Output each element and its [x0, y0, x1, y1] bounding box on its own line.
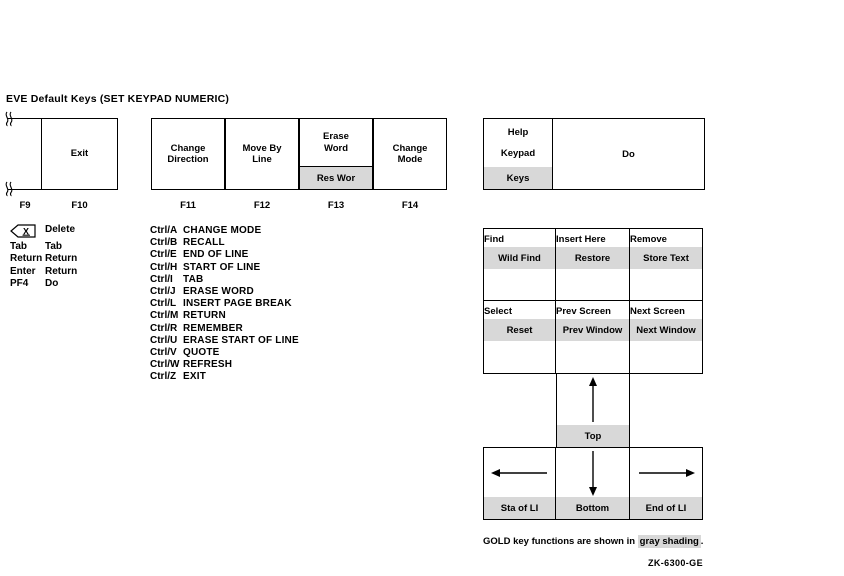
gold-function-bottom: Bottom [556, 497, 629, 519]
gold-function-top: Top [557, 425, 629, 447]
key-f9-partial [5, 111, 42, 197]
ctrl-key: Ctrl/H [150, 261, 178, 273]
gold-function-store-text: Store Text [630, 247, 702, 269]
gold-function-end-of-li: End of LI [630, 497, 702, 519]
gold-function-restore: Restore [556, 247, 629, 269]
ctrl-function: ERASE WORD [183, 286, 254, 298]
keypad-key-up-arrow: Top [556, 374, 630, 447]
gold-shading-note: GOLD key functions are shown in gray sha… [483, 535, 704, 548]
fkey-label-f9: F9 [19, 200, 31, 211]
gold-function-prev-window: Prev Window [556, 319, 629, 341]
ctrl-key: Ctrl/A [150, 225, 178, 236]
ctrl-function: INSERT PAGE BREAK [183, 298, 292, 310]
ctrl-key: Ctrl/Z [150, 371, 177, 383]
keypad-key-down-arrow: Bottom [556, 448, 630, 519]
help-do-block: Help Keypad Keys Do [483, 118, 705, 190]
keypad-label: Keypad [500, 148, 536, 159]
torn-edge-icon [5, 181, 13, 197]
fkey-label-f11: F11 [180, 200, 196, 211]
fkey-label-f12: F12 [253, 200, 271, 211]
ctrl-function: EXIT [183, 371, 207, 383]
key-move-by-line: Move By Line [225, 118, 299, 190]
ctrl-function: QUOTE [183, 347, 220, 359]
up-arrow-icon [589, 376, 597, 422]
help-label: Help [507, 127, 529, 138]
ctrl-key: Ctrl/V [150, 347, 177, 359]
binding-function: Tab [45, 240, 63, 252]
ctrl-key: Ctrl/U [150, 334, 178, 346]
gold-function-res-wor: Res Wor [300, 166, 372, 189]
ctrl-function: REFRESH [183, 359, 233, 371]
fkey-label-f10: F10 [71, 200, 88, 211]
ctrl-function: RETURN [183, 310, 226, 322]
down-arrow-icon [588, 450, 597, 496]
ctrl-key: Ctrl/L [150, 298, 177, 310]
ctrl-key: Ctrl/M [150, 310, 179, 322]
figure-title: EVE Default Keys (SET KEYPAD NUMERIC) [6, 93, 230, 105]
svg-text:X: X [23, 227, 29, 237]
ctrl-function: ERASE START OF LINE [183, 334, 299, 346]
key-label: Move By Line [242, 142, 282, 166]
keypad-key-next-screen: Next Screen Next Window [630, 301, 702, 373]
ctrl-key: Ctrl/J [150, 286, 176, 298]
ctrl-function: END OF LINE [183, 249, 249, 261]
key-erase-word: Erase Word Res Wor [299, 118, 373, 190]
keypad-key-select: Select Reset [484, 301, 556, 373]
binding-function: Return [45, 265, 78, 277]
key-change-direction: Change Direction [151, 118, 225, 190]
keypad-key-prev-screen: Prev Screen Prev Window [556, 301, 630, 373]
gold-function-keys: Keys [484, 167, 552, 189]
binding-key: PF4 [10, 278, 29, 289]
key-label: Change Mode [392, 142, 428, 166]
ctrl-function: RECALL [183, 237, 225, 249]
keypad-grid: Find Wild Find Insert Here Restore Remov… [483, 228, 703, 374]
ctrl-bindings-list: Ctrl/A CHANGE MODE Ctrl/B RECALL Ctrl/E END… [150, 225, 299, 384]
key-label: Change Direction [167, 142, 209, 166]
key-bindings-list: X Delete Tab Tab Return Return Enter Ret… [10, 224, 77, 291]
gold-function-reset: Reset [484, 319, 555, 341]
ctrl-key: Ctrl/W [150, 359, 180, 371]
delete-key-icon: X [10, 224, 36, 238]
ctrl-function: CHANGE MODE [183, 225, 262, 236]
key-label: Erase Word [323, 131, 349, 154]
keypad-key-remove: Remove Store Text [630, 229, 702, 301]
keypad-key-left-arrow: Sta of LI [484, 448, 556, 519]
ctrl-key: Ctrl/I [150, 273, 173, 285]
binding-function: Return [45, 253, 78, 264]
binding-function: Do [45, 278, 59, 289]
keypad-key-right-arrow: End of LI [630, 448, 702, 519]
ctrl-function: START OF LINE [183, 261, 261, 273]
note-suffix: . [700, 536, 704, 547]
binding-key: X [10, 224, 45, 241]
ctrl-function: REMEMBER [183, 322, 243, 334]
binding-key: Tab [10, 240, 28, 252]
keypad-arrow-row: Sta of LI Bottom End of LI [483, 447, 703, 520]
figure-code: ZK-6300-GE [647, 558, 703, 568]
right-arrow-icon [639, 468, 695, 477]
gold-function-sta-of-li: Sta of LI [484, 497, 555, 519]
ctrl-key: Ctrl/R [150, 322, 178, 334]
keypad-key-find: Find Wild Find [484, 229, 556, 301]
fkey-label-f13: F13 [327, 200, 345, 211]
key-do: Do [622, 148, 635, 160]
fkey-label-f14: F14 [401, 200, 419, 211]
left-arrow-icon [490, 468, 547, 477]
key-help: Help Keypad Keys [484, 119, 553, 189]
note-prefix: GOLD key functions are shown in [483, 536, 638, 547]
ctrl-key: Ctrl/B [150, 237, 178, 249]
note-highlight: gray shading [637, 535, 701, 548]
binding-key: Return [10, 253, 43, 264]
torn-edge-icon [5, 111, 13, 127]
binding-key: Enter [10, 265, 36, 277]
gold-function-wild-find: Wild Find [484, 247, 555, 269]
keypad-key-insert-here: Insert Here Restore [556, 229, 630, 301]
ctrl-key: Ctrl/E [150, 249, 177, 261]
binding-function: Delete [45, 224, 76, 235]
key-exit: Exit [41, 118, 118, 190]
key-change-mode: Change Mode [373, 118, 447, 190]
ctrl-function: TAB [183, 273, 204, 285]
key-label: Exit [70, 148, 89, 160]
gold-function-next-window: Next Window [630, 319, 702, 341]
